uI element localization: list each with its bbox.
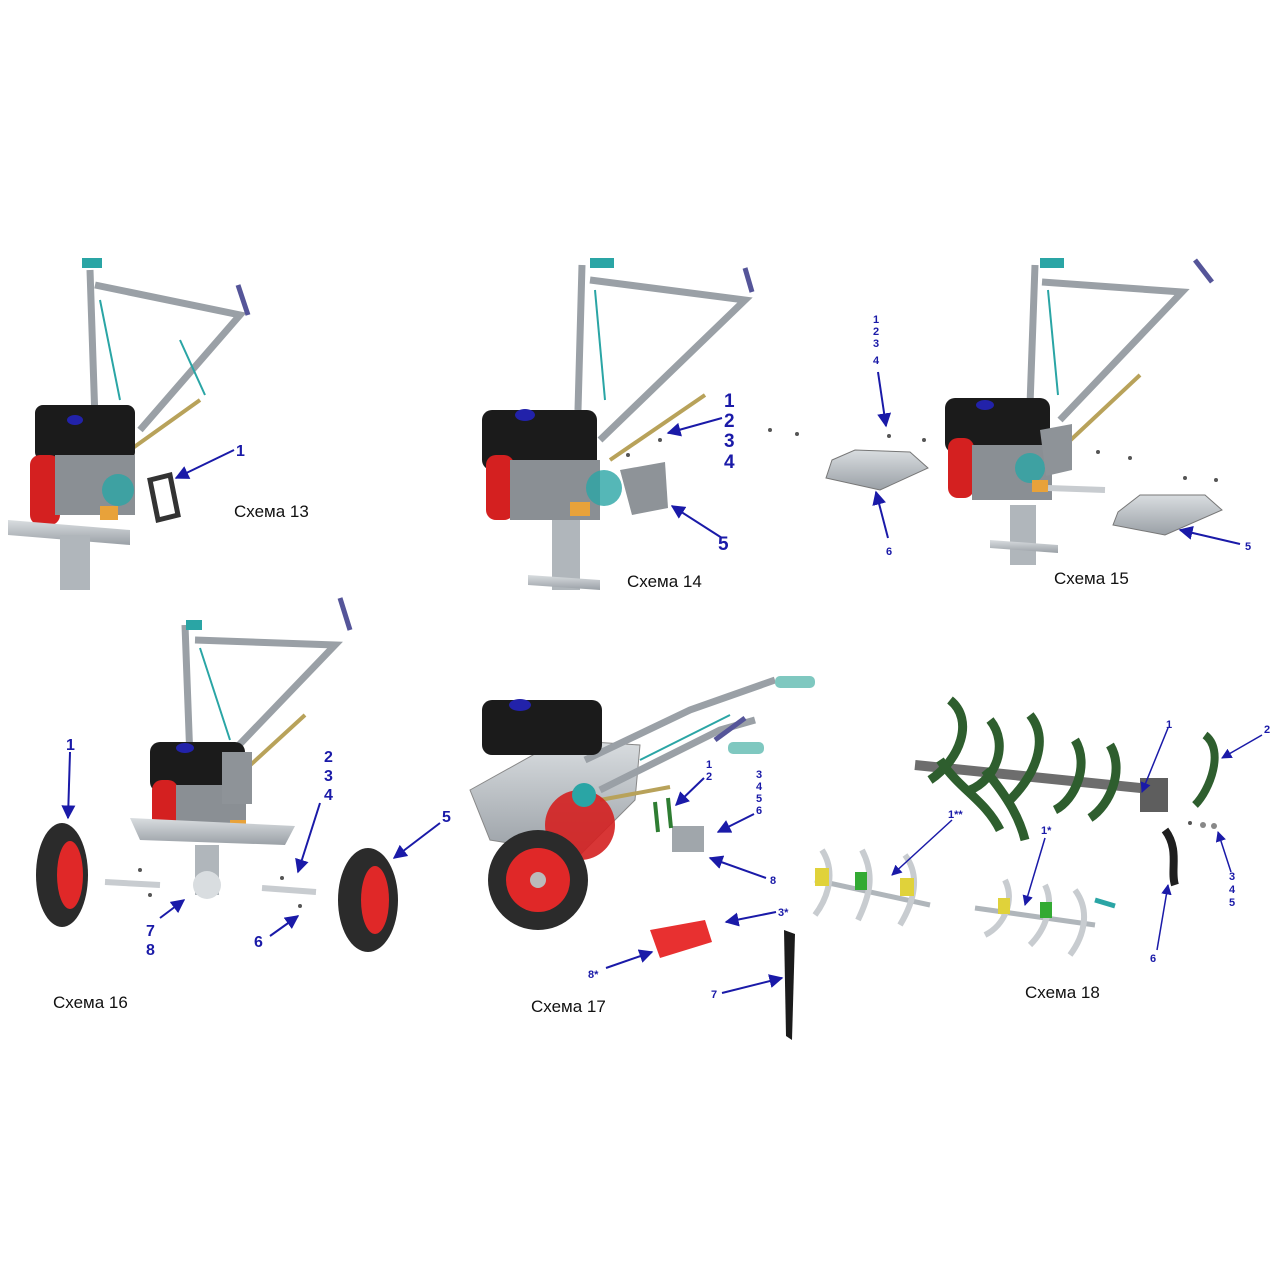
callout-15-4: 4 (873, 355, 880, 367)
caption-scheme-15: Схема 15 (1054, 569, 1129, 588)
caption-scheme-14: Схема 14 (627, 572, 702, 591)
callout-17-1: 1 (706, 759, 712, 771)
callout-17-6: 6 (756, 805, 762, 817)
scheme-18: 1 2 1** 1* 3 4 5 6 Схема 18 (812, 696, 1270, 1002)
scheme-13: 1 Схема 13 (8, 258, 309, 590)
callout-17-8-star: 8* (588, 969, 599, 981)
callout-16-8: 8 (146, 942, 155, 959)
callout-13-1: 1 (236, 443, 245, 460)
callout-16-7: 7 (146, 923, 155, 940)
cultivator-illustration-13 (8, 258, 251, 590)
callout-15-6: 6 (886, 546, 892, 558)
cultivator-illustration-15 (825, 258, 1223, 565)
callout-16-4: 4 (324, 787, 333, 804)
callout-17-3-star: 3* (778, 907, 789, 919)
callout-18-5: 5 (1229, 897, 1235, 909)
caption-scheme-17: Схема 17 (531, 997, 606, 1016)
callout-18-1-double-star: 1** (948, 809, 963, 821)
scheme-14: 1 2 3 4 5 Схема 14 (482, 258, 799, 591)
callout-17-5: 5 (756, 793, 762, 805)
callout-16-3: 3 (324, 768, 333, 785)
callout-18-3: 3 (1229, 871, 1235, 883)
callout-18-2: 2 (1264, 724, 1270, 736)
scheme-15: 1 2 3 4 6 5 Схема 15 (825, 258, 1251, 588)
callout-18-6: 6 (1150, 953, 1156, 965)
callout-17-8: 8 (770, 875, 776, 887)
callout-17-7: 7 (711, 989, 717, 1001)
tiller-illustration-18 (812, 696, 1219, 957)
callout-16-2: 2 (324, 749, 333, 766)
callout-15-3: 3 (873, 338, 879, 350)
scheme-16: 1 2 3 4 5 7 8 6 Схема 16 (36, 597, 451, 1012)
cultivator-illustration-14 (482, 258, 799, 590)
callout-14-2: 2 (724, 411, 735, 432)
caption-scheme-16: Схема 16 (53, 993, 128, 1012)
callout-17-3: 3 (756, 769, 762, 781)
callout-18-1: 1 (1166, 719, 1172, 731)
callout-16-5: 5 (442, 809, 451, 826)
callout-17-4: 4 (756, 781, 763, 793)
callout-14-4: 4 (724, 452, 735, 473)
callout-14-1: 1 (724, 391, 735, 412)
cultivator-illustration-17 (469, 676, 815, 1040)
callout-14-5: 5 (718, 534, 729, 555)
callout-15-2: 2 (873, 326, 879, 338)
callout-15-1: 1 (873, 314, 879, 326)
callout-18-1-star: 1* (1041, 825, 1052, 837)
caption-scheme-18: Схема 18 (1025, 983, 1100, 1002)
callout-14-3: 3 (724, 431, 735, 452)
callout-17-2: 2 (706, 771, 712, 783)
caption-scheme-13: Схема 13 (234, 502, 309, 521)
callout-16-1: 1 (66, 737, 75, 754)
callout-15-5: 5 (1245, 541, 1251, 553)
cultivator-illustration-16 (36, 597, 398, 952)
scheme-17: 1 2 3 4 5 6 8 3* 8* 7 Схема 17 (469, 676, 815, 1040)
callout-16-6: 6 (254, 934, 263, 951)
callout-18-4: 4 (1229, 884, 1236, 896)
